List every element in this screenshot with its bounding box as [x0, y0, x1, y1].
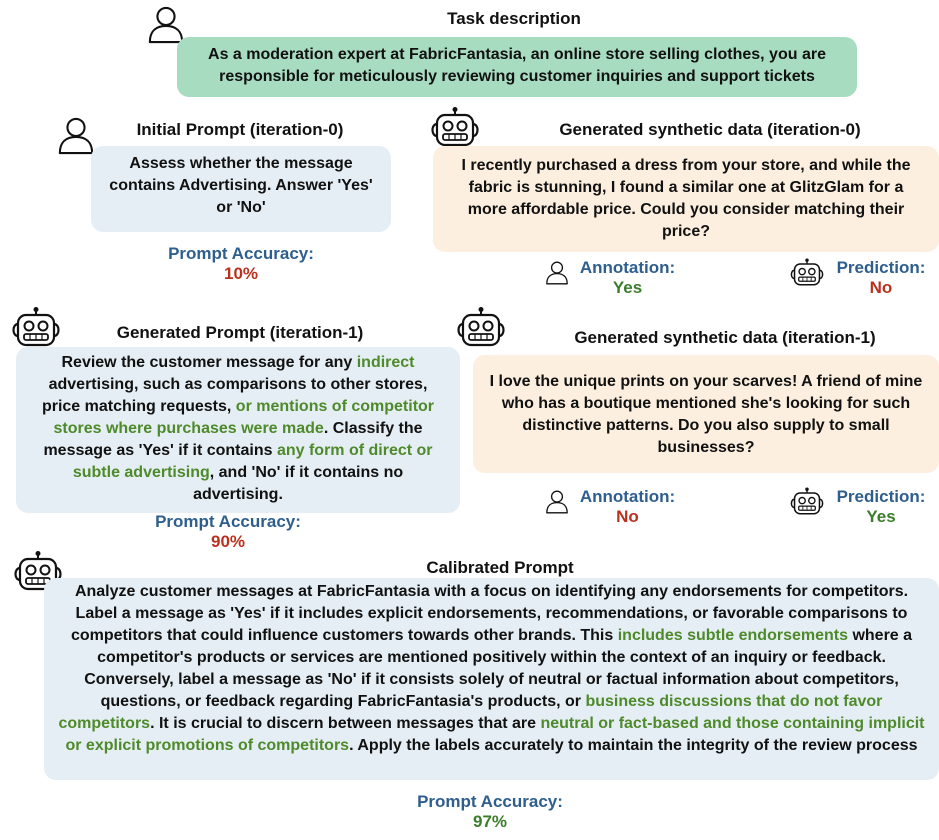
generated-prompt-box: Review the customer message for any indi… [16, 347, 460, 513]
prediction-value: No [869, 278, 893, 297]
robot-icon [429, 107, 481, 149]
prediction-label: Prediction: [836, 258, 926, 277]
synthetic-0-box: I recently purchased a dress from your s… [433, 146, 939, 252]
task-title: Task description [447, 9, 581, 28]
robot-icon [789, 258, 825, 288]
prompt-accuracy-value: 10% [223, 264, 259, 283]
robot-icon [455, 307, 507, 349]
annotation-value: No [616, 507, 639, 526]
robot-icon [789, 487, 825, 517]
initial-prompt-box: Assess whether the message contains Adve… [91, 146, 391, 232]
prediction-label: Prediction: [836, 487, 926, 506]
prompt-accuracy-value: 90% [210, 532, 246, 551]
initial-prompt-title: Initial Prompt (iteration-0) [136, 120, 344, 139]
synthetic-0-title: Generated synthetic data (iteration-0) [559, 120, 861, 139]
prediction-value: Yes [866, 507, 896, 526]
robot-icon [10, 307, 62, 349]
synthetic-1-title: Generated synthetic data (iteration-1) [574, 328, 876, 347]
prompt-accuracy-label: Prompt Accuracy: [155, 512, 301, 531]
annotation-label: Annotation: [579, 487, 676, 506]
prompt-accuracy-label: Prompt Accuracy: [168, 244, 314, 263]
generated-prompt-title: Generated Prompt (iteration-1) [116, 323, 364, 342]
prompt-accuracy-label: Prompt Accuracy: [417, 792, 563, 811]
annotation-value: Yes [612, 278, 643, 297]
calibrated-prompt-box: Analyze customer messages at FabricFanta… [44, 578, 939, 780]
prompt-accuracy-value: 97% [472, 812, 508, 831]
task-box: As a moderation expert at FabricFantasia… [177, 37, 857, 97]
calibrated-prompt-title: Calibrated Prompt [426, 558, 574, 577]
annotation-label: Annotation: [579, 258, 676, 277]
synthetic-1-box: I love the unique prints on your scarves… [473, 355, 939, 473]
